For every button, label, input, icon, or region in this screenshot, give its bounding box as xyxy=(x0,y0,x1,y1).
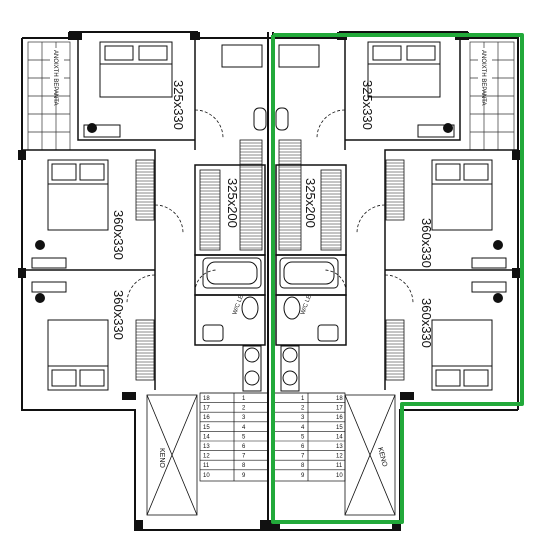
doors xyxy=(126,109,414,304)
bed-top-right xyxy=(367,41,441,98)
stair-step-number: 6 xyxy=(301,444,305,450)
room-dim-corridor-left: 325x200 xyxy=(225,178,240,228)
stair-step-number: 1 xyxy=(301,396,305,402)
bed-top-left xyxy=(99,41,173,98)
stair-step-number: 15 xyxy=(336,425,343,431)
stair-steps xyxy=(200,392,345,471)
stair-step-number: 4 xyxy=(301,425,305,431)
room-dim-low-right: 360x330 xyxy=(419,298,434,348)
stair-step-number: 5 xyxy=(301,434,305,440)
stair-step-number: 10 xyxy=(203,473,210,479)
wardrobes xyxy=(135,139,405,381)
stair-step-number: 16 xyxy=(336,415,343,421)
stair-step-number: 3 xyxy=(242,415,246,421)
room-dim-mid-right: 360x330 xyxy=(419,218,434,268)
stair-step-number: 15 xyxy=(203,425,210,431)
stair-step-number: 9 xyxy=(301,473,305,479)
stair-step-number: 18 xyxy=(203,396,210,402)
outer-walls xyxy=(21,31,519,531)
toilets xyxy=(241,296,301,392)
stair-step-number: 8 xyxy=(301,463,305,469)
stair-numbers: 1817161514131211101234567891234567891817… xyxy=(203,396,343,479)
stair-step-number: 17 xyxy=(203,406,210,412)
stair-step-number: 8 xyxy=(242,463,246,469)
bed-mid-right xyxy=(431,159,493,231)
stair-step-number: 2 xyxy=(301,406,305,412)
wc-label-right: W/C LE xyxy=(300,294,313,315)
stair-step-number: 16 xyxy=(203,415,210,421)
stair-step-number: 2 xyxy=(242,406,246,412)
stair-step-number: 4 xyxy=(242,425,246,431)
void-left-label: ΚΕΝΟ xyxy=(158,448,165,468)
room-dim-corridor-right: 325x200 xyxy=(303,178,318,228)
stair-step-number: 11 xyxy=(336,463,343,469)
unit-highlight-outline xyxy=(271,33,524,524)
stair-step-number: 1 xyxy=(242,396,246,402)
room-dim-top-left: 325x330 xyxy=(171,80,186,130)
furniture xyxy=(31,124,507,293)
bathtubs xyxy=(202,257,339,289)
stair-step-number: 10 xyxy=(336,473,343,479)
void-left xyxy=(146,394,198,516)
stair-step-number: 11 xyxy=(203,463,210,469)
void-right-label: ΚΕΝΟ xyxy=(376,447,388,469)
room-dim-low-left: 360x330 xyxy=(111,290,126,340)
balcony-left-label: ΑΝΟΙΧΤΗ ΒΕΡΑΝΤΑ xyxy=(52,50,58,105)
stair-step-number: 18 xyxy=(336,396,343,402)
lamps xyxy=(35,123,503,303)
partitions xyxy=(22,38,518,390)
stair-step-number: 13 xyxy=(336,444,343,450)
bed-mid-left xyxy=(47,159,109,231)
room-dim-top-right: 325x330 xyxy=(360,80,375,130)
stair-step-number: 13 xyxy=(203,444,210,450)
bed-low-left xyxy=(47,319,109,391)
wardrobe-hatching xyxy=(136,142,404,378)
stair-step-number: 3 xyxy=(301,415,305,421)
stair-step-number: 17 xyxy=(336,406,343,412)
bed-low-right xyxy=(431,319,493,391)
stair-step-number: 14 xyxy=(203,434,210,440)
stair-step-number: 6 xyxy=(242,444,246,450)
balcony-right-label: ΑΝΟΙΧΤΗ ΒΕΡΑΝΤΑ xyxy=(480,50,486,105)
void-right xyxy=(344,394,396,516)
stair-step-number: 7 xyxy=(301,454,305,460)
room-dim-mid-left: 360x330 xyxy=(111,210,126,260)
stair-step-number: 12 xyxy=(203,454,210,460)
stair-step-number: 9 xyxy=(242,473,246,479)
stair-step-number: 14 xyxy=(336,434,343,440)
stair-step-number: 7 xyxy=(242,454,246,460)
stair-step-number: 12 xyxy=(336,454,343,460)
sinks xyxy=(202,44,339,342)
stair-step-number: 5 xyxy=(242,434,246,440)
